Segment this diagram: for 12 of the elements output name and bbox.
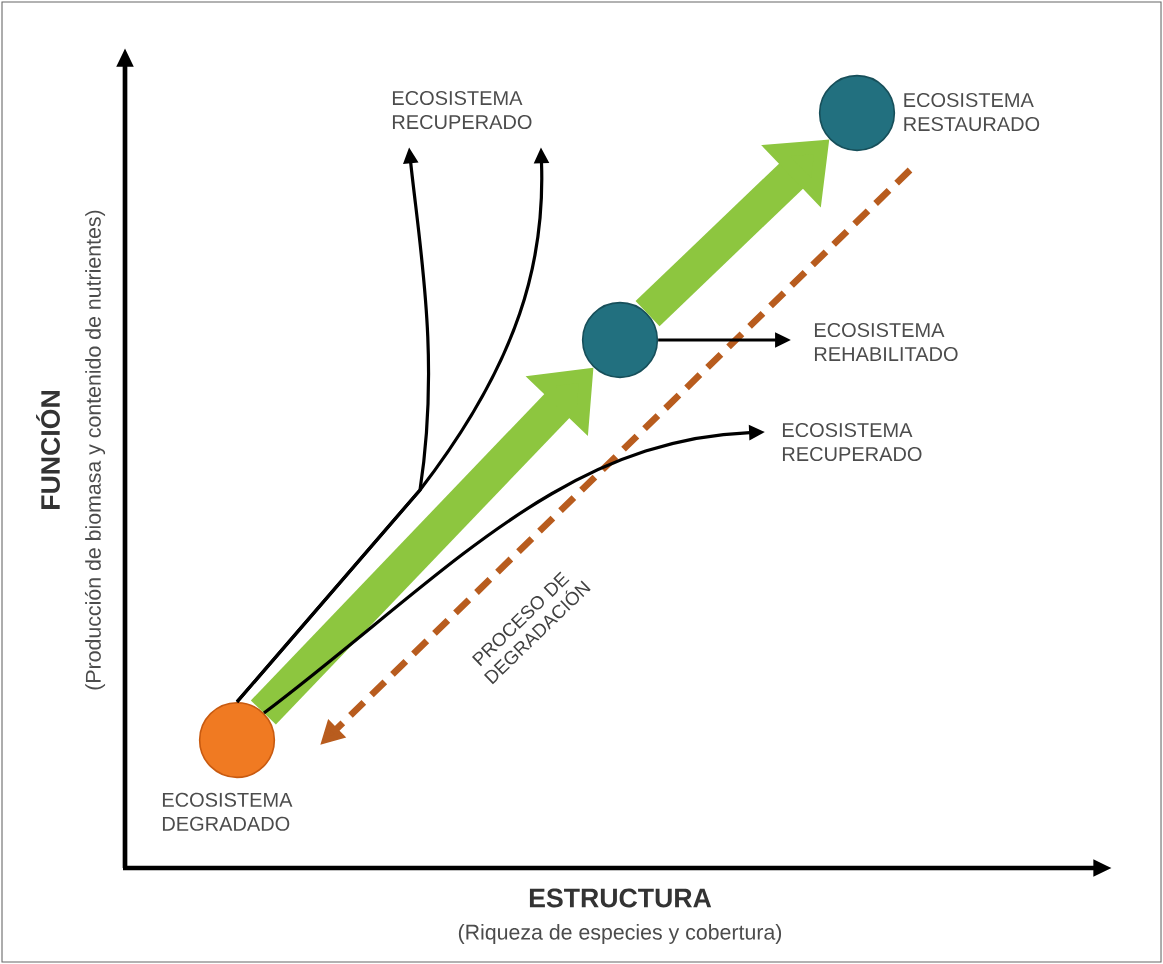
axis-subtitle: (Riqueza de especies y cobertura) — [458, 924, 782, 944]
axis-title: ESTRUCTURA — [529, 888, 712, 908]
circle-marker — [198, 701, 276, 779]
axis-subtitle: (Producción de biomasa y contenido de nutrientes) — [84, 210, 106, 690]
circle-marker — [581, 301, 659, 379]
node-label: ECOSISTEMA RECUPERADO — [392, 90, 532, 130]
node-caption: ECOSISTEMA RESTAURADO — [904, 92, 1040, 132]
node-label: ECOSISTEMA RECUPERADO — [782, 422, 922, 462]
circle-marker — [818, 74, 896, 152]
node-caption: ECOSISTEMA DEGRADADO — [162, 792, 293, 831]
axis-title: FUNCIÓN — [36, 391, 60, 509]
node-label: ECOSISTEMA REHABILITADO — [815, 322, 958, 362]
